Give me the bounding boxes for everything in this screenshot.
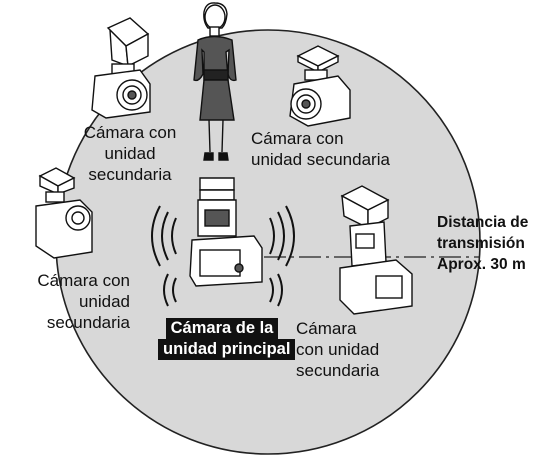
label-line: Aprox. 30 m xyxy=(437,256,526,273)
label-line: unidad xyxy=(104,144,156,163)
label-transmission-distance: Distancia de transmisión Aprox. 30 m xyxy=(437,212,556,275)
label-line: unidad principal xyxy=(158,339,296,360)
label-secondary-left: Cámara con unidad secundaria xyxy=(20,270,130,333)
label-line: Cámara xyxy=(296,319,357,338)
label-line: secundaria xyxy=(296,361,380,380)
main-camera xyxy=(189,177,263,287)
label-secondary-bottom-right: Cámara con unidad secundaria xyxy=(296,318,406,381)
label-line: Cámara con xyxy=(83,123,177,142)
label-main-camera: Cámara de la unidad principal xyxy=(158,318,296,360)
secondary-camera-top-right xyxy=(289,45,351,127)
label-line: Cámara con xyxy=(37,271,130,290)
secondary-camera-left xyxy=(35,167,93,259)
label-line: unidad xyxy=(78,292,130,311)
label-secondary-top-right: Cámara con unidad secundaria xyxy=(251,128,421,170)
label-line: Cámara de la xyxy=(165,318,279,339)
label-line: con unidad xyxy=(296,340,380,359)
label-line: transmisión xyxy=(437,235,525,252)
label-line: Distancia de xyxy=(437,214,529,231)
label-secondary-top-left: Cámara con unidad secundaria xyxy=(72,122,188,185)
signal-waves xyxy=(151,205,295,307)
subject-person xyxy=(193,2,237,161)
secondary-camera-top-left xyxy=(91,17,151,119)
label-line: unidad secundaria xyxy=(251,150,390,169)
label-line: secundaria xyxy=(46,313,130,332)
label-line: Cámara con xyxy=(251,129,344,148)
label-line: secundaria xyxy=(88,165,172,184)
secondary-camera-right xyxy=(339,185,413,315)
